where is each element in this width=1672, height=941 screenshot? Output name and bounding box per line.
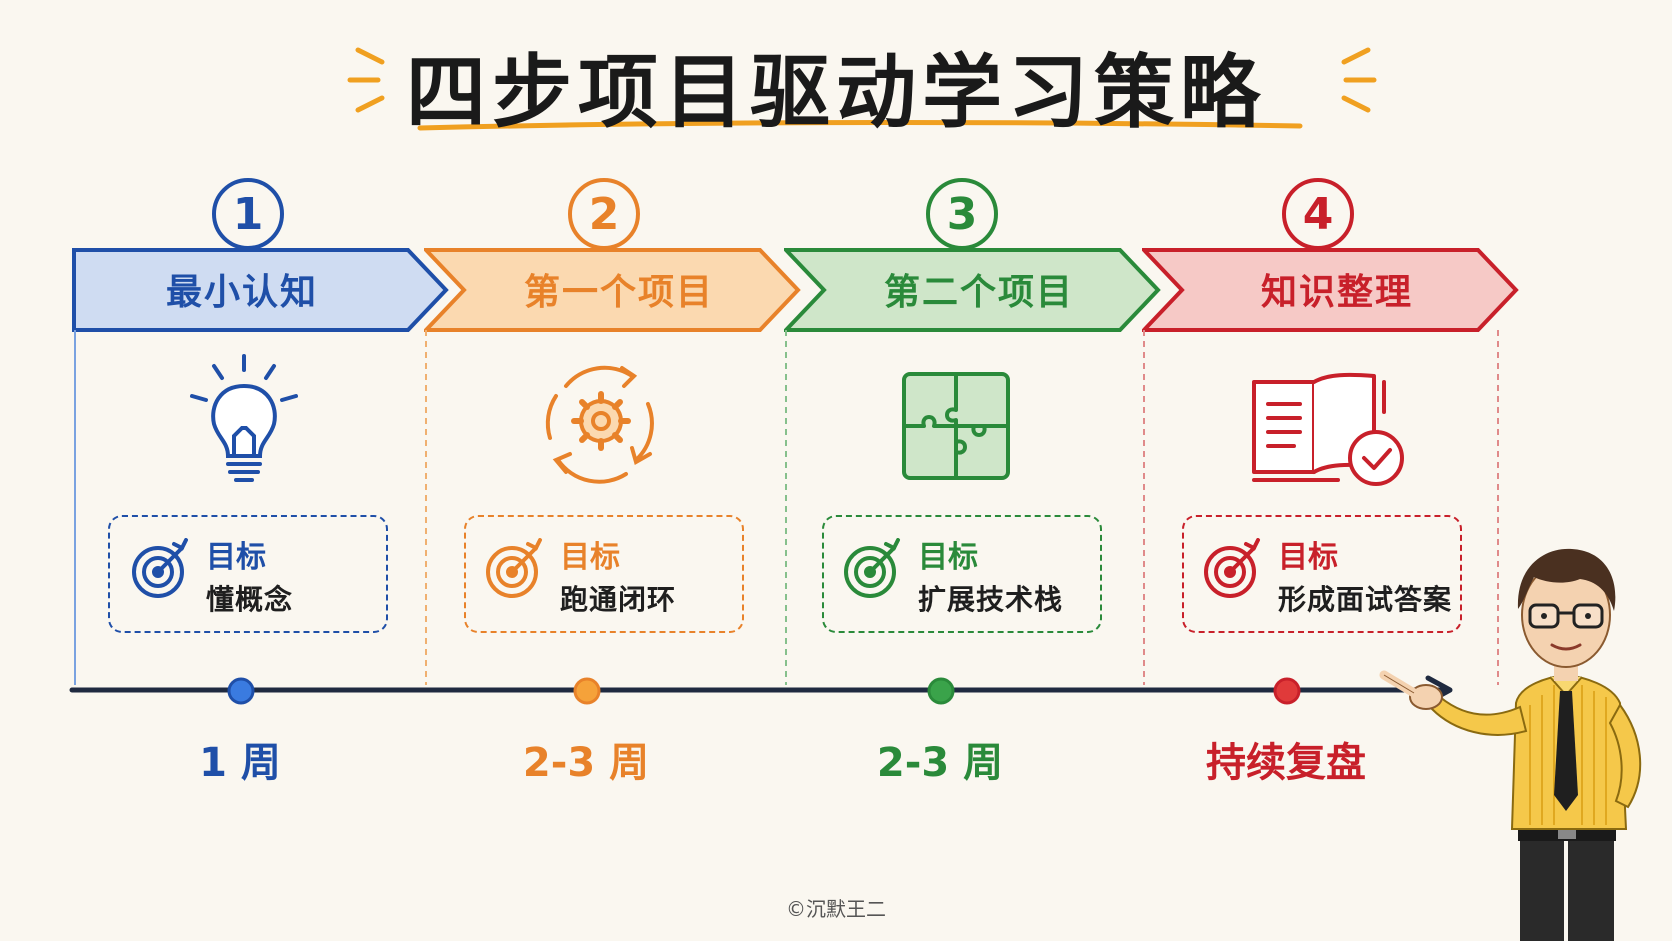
duration-3: 2-3 周 (876, 740, 1004, 786)
presenter-illustration (1379, 548, 1642, 941)
step-banner-2 (424, 248, 801, 332)
timeline-dot-4 (1273, 677, 1301, 705)
lightbulb-icon (190, 354, 298, 482)
duration-2: 2-3 周 (522, 740, 650, 786)
goal-value-3: 扩展技术栈 (918, 583, 1064, 616)
target-icon (486, 538, 542, 598)
goal-label-1: 目标 (206, 540, 266, 575)
goal-label-4: 目标 (1278, 540, 1338, 575)
step-banner-4 (1142, 248, 1519, 332)
page-title: 四步项目驱动学习策略 (406, 46, 1266, 139)
step-name-4: 知识整理 (1260, 272, 1413, 313)
goal-label-2: 目标 (560, 540, 620, 575)
goal-label-3: 目标 (918, 540, 978, 575)
duration-4: 持续复盘 (1206, 740, 1366, 786)
column-dividers (74, 330, 1499, 685)
step-banner-3 (784, 248, 1161, 332)
timeline-dot-1 (227, 677, 255, 705)
step-number-4: 4 (1282, 178, 1354, 250)
step-number-1: 1 (212, 178, 284, 250)
duration-1: 1 周 (199, 740, 281, 786)
step-name-3: 第二个项目 (883, 272, 1074, 313)
title-sparkles (347, 47, 1377, 131)
timeline-dot-3 (927, 677, 955, 705)
copyright-footer: ©沉默王二 (786, 897, 886, 921)
timeline-dot-2 (573, 677, 601, 705)
step-number-2: 2 (568, 178, 640, 250)
step-banner-1 (72, 248, 449, 332)
puzzle-icon (902, 372, 1010, 480)
step-number-3: 3 (926, 178, 998, 250)
goal-value-2: 跑通闭环 (560, 583, 677, 616)
target-icon (132, 538, 188, 598)
gear-cycle-icon (545, 365, 654, 484)
goal-value-1: 懂概念 (206, 583, 294, 616)
step-name-1: 最小认知 (165, 272, 318, 313)
goal-value-4: 形成面试答案 (1278, 583, 1453, 616)
book-check-icon (1252, 372, 1404, 486)
target-icon (1204, 538, 1260, 598)
target-icon (844, 538, 900, 598)
step-name-2: 第一个项目 (523, 272, 714, 313)
